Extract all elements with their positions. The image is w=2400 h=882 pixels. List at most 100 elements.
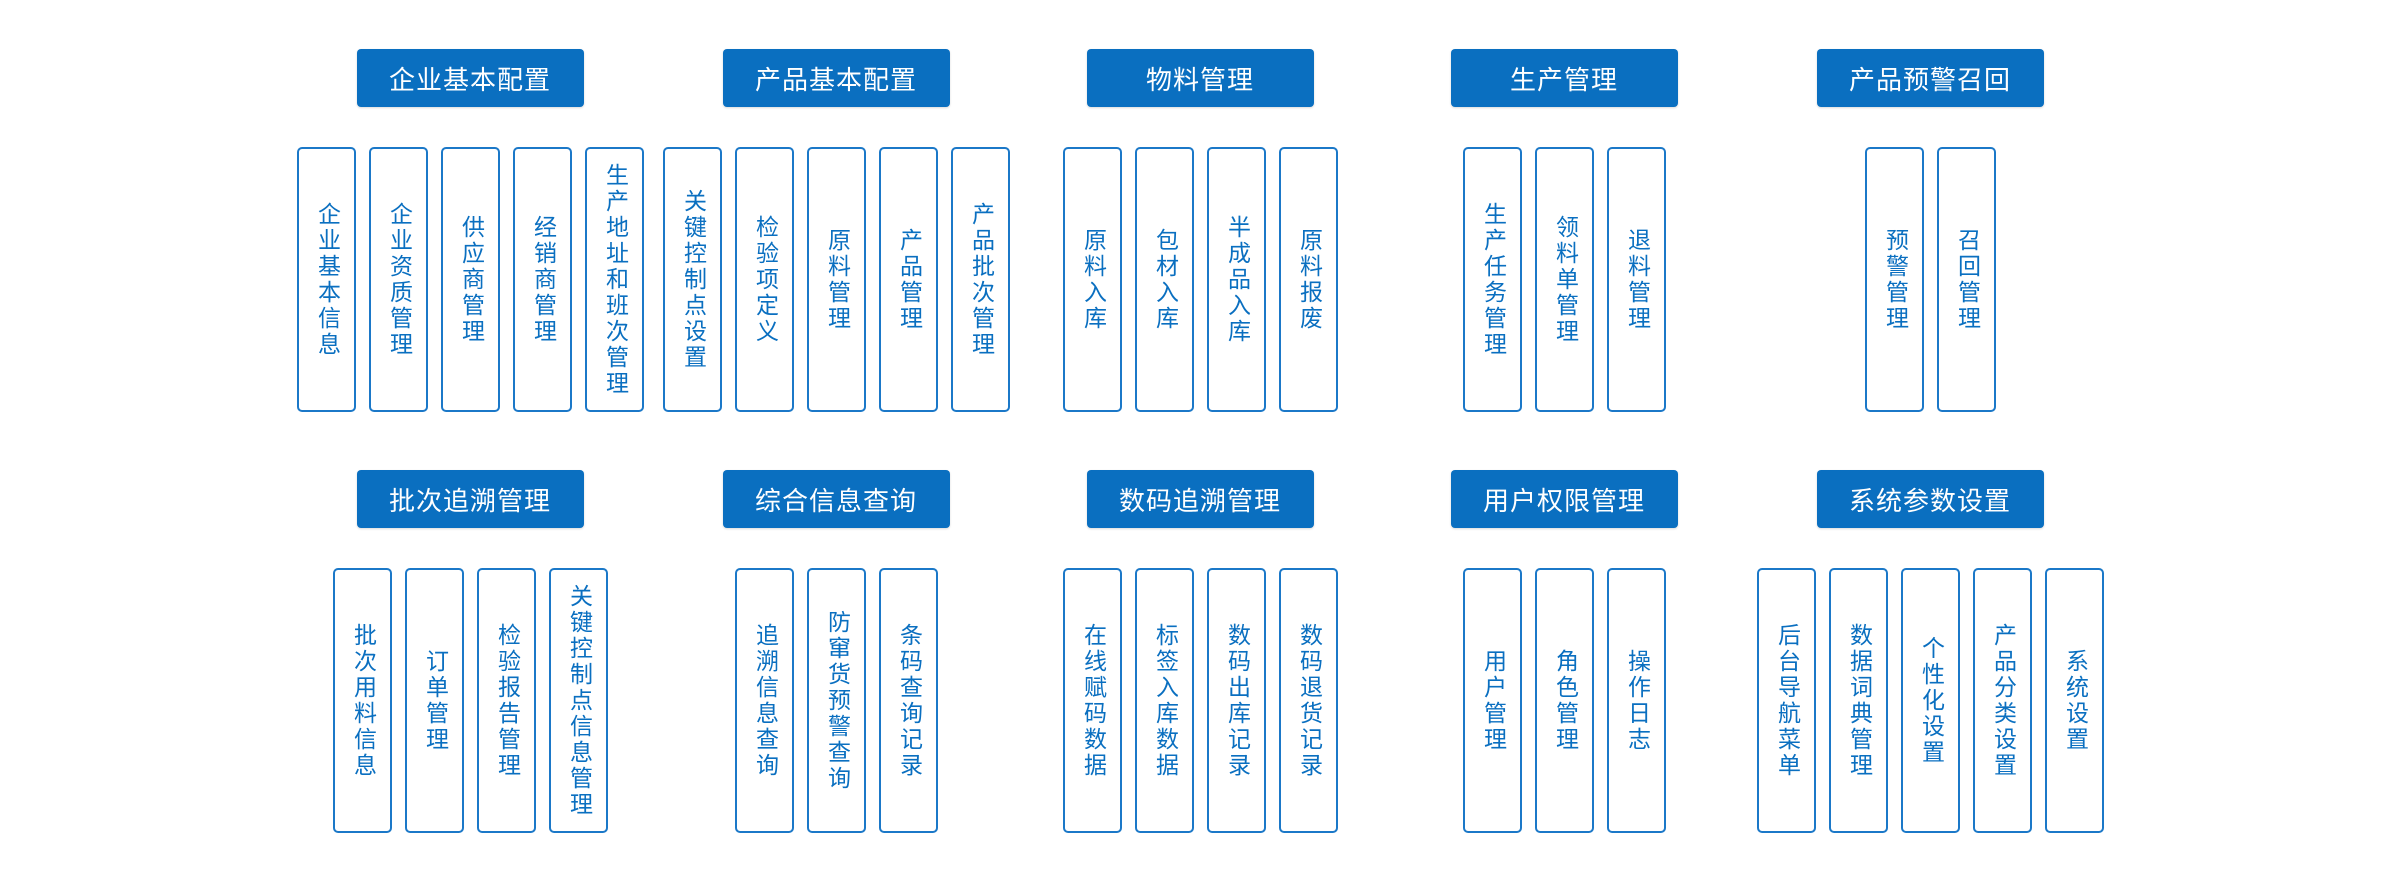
submodule-label: 数码退货记录 (1295, 622, 1322, 779)
submodule-label: 检验报告管理 (493, 622, 520, 779)
submodule-item[interactable]: 操作日志 (1606, 568, 1666, 833)
submodule-label: 角色管理 (1551, 648, 1578, 753)
module-group: 综合信息查询追溯信息查询 防窜货预警查询 条码查询记录 (636, 470, 1036, 833)
submodule-item[interactable]: 防窜货预警查询 (806, 568, 866, 833)
submodule-list: 预警管理 召回管理 (1864, 147, 1996, 412)
submodule-item[interactable]: 数据词典管理 (1828, 568, 1888, 833)
submodule-item[interactable]: 检验报告管理 (476, 568, 536, 833)
submodule-item[interactable]: 检验项定义 (734, 147, 794, 412)
submodule-label: 防窜货预警查询 (823, 609, 850, 792)
submodule-list: 原料入库 包材入库 半成品入库 原料报废 (1062, 147, 1338, 412)
submodule-label: 产品分类设置 (1989, 622, 2016, 779)
module-header[interactable]: 企业基本配置 (356, 49, 584, 107)
submodule-list: 批次用料信息 订单管理 检验报告管理 关键控制点信息管理 (332, 568, 608, 833)
submodule-item[interactable]: 在线赋码数据 (1062, 568, 1122, 833)
module-group: 批次追溯管理批次用料信息 订单管理 检验报告管理 关键控制点信息管理 (270, 470, 670, 833)
submodule-list: 企业基本信息 企业资质管理 供应商管理 经销商管理 生产地址和班次管理 (296, 147, 644, 412)
submodule-label: 包材入库 (1151, 227, 1178, 332)
submodule-item[interactable]: 标签入库数据 (1134, 568, 1194, 833)
submodule-item[interactable]: 产品批次管理 (950, 147, 1010, 412)
submodule-label: 原料入库 (1079, 227, 1106, 332)
module-group: 生产管理生产任务管理 领料单管理 退料管理 (1364, 49, 1764, 412)
submodule-item[interactable]: 包材入库 (1134, 147, 1194, 412)
submodule-label: 半成品入库 (1223, 214, 1250, 345)
submodule-item[interactable]: 批次用料信息 (332, 568, 392, 833)
submodule-item[interactable]: 原料入库 (1062, 147, 1122, 412)
submodule-item[interactable]: 个性化设置 (1900, 568, 1960, 833)
module-header[interactable]: 综合信息查询 (722, 470, 950, 528)
submodule-label: 生产地址和班次管理 (601, 162, 628, 397)
submodule-list: 追溯信息查询 防窜货预警查询 条码查询记录 (734, 568, 938, 833)
submodule-label: 标签入库数据 (1151, 622, 1178, 779)
submodule-label: 企业基本信息 (313, 201, 340, 358)
submodule-label: 原料管理 (823, 227, 850, 332)
submodule-item[interactable]: 数码出库记录 (1206, 568, 1266, 833)
submodule-item[interactable]: 订单管理 (404, 568, 464, 833)
module-header[interactable]: 产品基本配置 (722, 49, 950, 107)
submodule-list: 后台导航菜单 数据词典管理 个性化设置 产品分类设置 系统设置 (1756, 568, 2104, 833)
submodule-label: 后台导航菜单 (1773, 622, 1800, 779)
submodule-item[interactable]: 角色管理 (1534, 568, 1594, 833)
submodule-item[interactable]: 生产地址和班次管理 (584, 147, 644, 412)
submodule-label: 领料单管理 (1551, 214, 1578, 345)
submodule-label: 订单管理 (421, 648, 448, 753)
submodule-item[interactable]: 半成品入库 (1206, 147, 1266, 412)
submodule-item[interactable]: 产品分类设置 (1972, 568, 2032, 833)
submodule-label: 关键控制点信息管理 (565, 583, 592, 818)
module-group: 产品基本配置关键控制点设置 检验项定义 原料管理 产品管理 产品批次管理 (636, 49, 1036, 412)
submodule-label: 经销商管理 (529, 214, 556, 345)
module-header[interactable]: 用户权限管理 (1450, 470, 1678, 528)
submodule-item[interactable]: 经销商管理 (512, 147, 572, 412)
module-group: 系统参数设置后台导航菜单 数据词典管理 个性化设置 产品分类设置 系统设置 (1730, 470, 2130, 833)
submodule-label: 批次用料信息 (349, 622, 376, 779)
submodule-label: 企业资质管理 (385, 201, 412, 358)
submodule-list: 关键控制点设置 检验项定义 原料管理 产品管理 产品批次管理 (662, 147, 1010, 412)
submodule-item[interactable]: 用户管理 (1462, 568, 1522, 833)
submodule-label: 预警管理 (1881, 227, 1908, 332)
submodule-item[interactable]: 企业资质管理 (368, 147, 428, 412)
submodule-label: 数码出库记录 (1223, 622, 1250, 779)
submodule-item[interactable]: 关键控制点信息管理 (548, 568, 608, 833)
submodule-label: 检验项定义 (751, 214, 778, 345)
submodule-item[interactable]: 数码退货记录 (1278, 568, 1338, 833)
module-group: 用户权限管理用户管理 角色管理 操作日志 (1364, 470, 1764, 833)
module-header[interactable]: 批次追溯管理 (356, 470, 584, 528)
module-header[interactable]: 数码追溯管理 (1086, 470, 1314, 528)
submodule-item[interactable]: 原料报废 (1278, 147, 1338, 412)
submodule-label: 在线赋码数据 (1079, 622, 1106, 779)
submodule-label: 追溯信息查询 (751, 622, 778, 779)
submodule-item[interactable]: 生产任务管理 (1462, 147, 1522, 412)
submodule-item[interactable]: 企业基本信息 (296, 147, 356, 412)
submodule-label: 关键控制点设置 (679, 188, 706, 371)
submodule-label: 数据词典管理 (1845, 622, 1872, 779)
submodule-list: 用户管理 角色管理 操作日志 (1462, 568, 1666, 833)
submodule-label: 召回管理 (1953, 227, 1980, 332)
module-header[interactable]: 物料管理 (1086, 49, 1314, 107)
module-header[interactable]: 系统参数设置 (1816, 470, 2044, 528)
submodule-label: 用户管理 (1479, 648, 1506, 753)
module-header[interactable]: 生产管理 (1450, 49, 1678, 107)
submodule-label: 个性化设置 (1917, 635, 1944, 766)
submodule-label: 系统设置 (2061, 648, 2088, 753)
submodule-label: 产品批次管理 (967, 201, 994, 358)
submodule-label: 生产任务管理 (1479, 201, 1506, 358)
submodule-item[interactable]: 产品管理 (878, 147, 938, 412)
module-header[interactable]: 产品预警召回 (1816, 49, 2044, 107)
submodule-item[interactable]: 后台导航菜单 (1756, 568, 1816, 833)
submodule-label: 退料管理 (1623, 227, 1650, 332)
submodule-item[interactable]: 追溯信息查询 (734, 568, 794, 833)
submodule-item[interactable]: 召回管理 (1936, 147, 1996, 412)
submodule-item[interactable]: 供应商管理 (440, 147, 500, 412)
submodule-item[interactable]: 系统设置 (2044, 568, 2104, 833)
submodule-label: 供应商管理 (457, 214, 484, 345)
submodule-item[interactable]: 退料管理 (1606, 147, 1666, 412)
module-group: 物料管理原料入库 包材入库 半成品入库 原料报废 (1000, 49, 1400, 412)
submodule-item[interactable]: 条码查询记录 (878, 568, 938, 833)
submodule-list: 在线赋码数据 标签入库数据 数码出库记录 数码退货记录 (1062, 568, 1338, 833)
module-group: 产品预警召回预警管理 召回管理 (1730, 49, 2130, 412)
submodule-item[interactable]: 关键控制点设置 (662, 147, 722, 412)
submodule-list: 生产任务管理 领料单管理 退料管理 (1462, 147, 1666, 412)
submodule-item[interactable]: 领料单管理 (1534, 147, 1594, 412)
submodule-item[interactable]: 原料管理 (806, 147, 866, 412)
submodule-item[interactable]: 预警管理 (1864, 147, 1924, 412)
